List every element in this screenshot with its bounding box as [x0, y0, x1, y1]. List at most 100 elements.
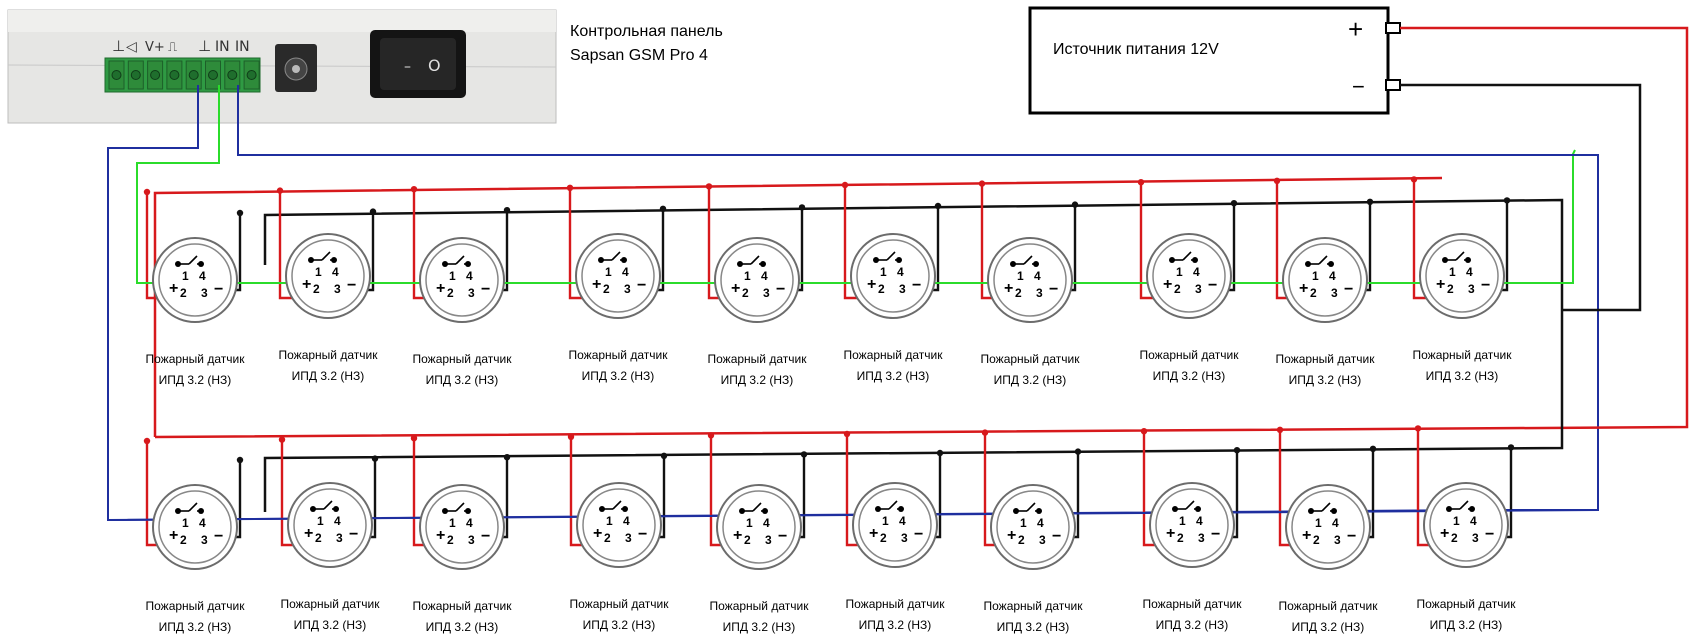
contact-switch [611, 251, 621, 261]
contact-switch [323, 500, 333, 510]
pin-1-label: 1 [1312, 269, 1319, 283]
pin-3-label: 3 [765, 533, 772, 547]
detector-label: Пожарный датчик [569, 348, 669, 362]
pin-4-label: 4 [199, 269, 206, 283]
detector-label: Пожарный датчик [1279, 599, 1379, 613]
pin-4-label: 4 [334, 514, 341, 528]
junction-dot [1276, 426, 1284, 433]
detector-model: ИПД 3.2 (НЗ) [1430, 618, 1503, 632]
pin-4-label: 4 [1332, 516, 1339, 530]
junction-dot [1230, 200, 1238, 207]
pin-dot [873, 257, 879, 263]
junction-dot [1074, 448, 1082, 455]
pin-plus-sign: + [1440, 525, 1449, 542]
detector-label: Пожарный датчик [279, 348, 379, 362]
junction-dot [236, 456, 244, 464]
pin-minus-sign: − [1481, 277, 1490, 294]
pin-plus-sign: + [436, 280, 445, 297]
power-supply: Источник питания 12V + − [1028, 6, 1401, 115]
detector-model: ИПД 3.2 (НЗ) [997, 620, 1070, 634]
pin-dot [737, 261, 743, 267]
pin-plus-sign: + [869, 525, 878, 542]
pin-dot [762, 508, 768, 514]
pin-plus-sign: + [1163, 276, 1172, 293]
pin-dot [598, 257, 604, 263]
pin-4-label: 4 [1034, 269, 1041, 283]
pin-2-label: 2 [1313, 533, 1320, 547]
pin-plus-sign: + [1302, 527, 1311, 544]
pin-1-label: 1 [1315, 516, 1322, 530]
detector-label: Пожарный датчик [981, 352, 1081, 366]
pin-2-label: 2 [742, 286, 749, 300]
pin-3-label: 3 [899, 282, 906, 296]
junction-dot [843, 430, 851, 438]
power-plus-terminal [1385, 22, 1401, 34]
pin-3-label: 3 [625, 531, 632, 545]
pin-dot [442, 508, 448, 514]
pin-dot [331, 257, 337, 263]
pin-1-label: 1 [744, 269, 751, 283]
pin-plus-sign: + [592, 276, 601, 293]
junction-dot [276, 187, 284, 194]
contact-switch [1026, 502, 1036, 512]
pin-dot [898, 506, 904, 512]
pin-2-label: 2 [880, 531, 887, 545]
pin-4-label: 4 [897, 265, 904, 279]
pin-2-label: 2 [447, 286, 454, 300]
negative-top-bus [263, 198, 1564, 310]
pin-dot [1446, 506, 1452, 512]
pin-dot [1192, 257, 1198, 263]
junction-dot [371, 455, 379, 462]
pin-4-label: 4 [466, 269, 473, 283]
pin-2-label: 2 [1310, 286, 1317, 300]
pin-dot [1010, 261, 1016, 267]
pin-2-label: 2 [1447, 282, 1454, 296]
pin-3-label: 3 [1039, 533, 1046, 547]
pin-dot [760, 261, 766, 267]
detector-model: ИПД 3.2 (НЗ) [426, 373, 499, 387]
pin-plus-sign: + [169, 280, 178, 297]
pin-minus-sign: − [349, 526, 358, 543]
detector-label: Пожарный датчик [1413, 348, 1513, 362]
pin-1-label: 1 [182, 516, 189, 530]
detector-model: ИПД 3.2 (НЗ) [426, 620, 499, 634]
pin-4-label: 4 [623, 514, 630, 528]
pin-plus-sign: + [731, 280, 740, 297]
terminal-label-vplus: V+ [145, 40, 165, 55]
junction-dot [705, 183, 713, 190]
pin-2-label: 2 [447, 533, 454, 547]
terminal-label-gnd2: ⊥ [198, 37, 211, 55]
positive-return-wire [154, 26, 1689, 439]
detector-label: Пожарный датчик [281, 597, 381, 611]
negative-bottom-bus [263, 310, 1564, 512]
pin-minus-sign: − [776, 281, 785, 298]
detector-model: ИПД 3.2 (НЗ) [1426, 369, 1499, 383]
detector-label: Пожарный датчик [708, 352, 808, 366]
detector-label: Пожарный датчик [1143, 597, 1243, 611]
detector-model: ИПД 3.2 (НЗ) [1292, 620, 1365, 634]
pin-minus-sign: − [1485, 526, 1494, 543]
detector-label: Пожарный датчик [846, 597, 946, 611]
pin-plus-sign: + [1007, 527, 1016, 544]
junction-dot [143, 437, 151, 445]
pin-minus-sign: − [1347, 528, 1356, 545]
detector-model: ИПД 3.2 (НЗ) [582, 369, 655, 383]
pin-minus-sign: − [778, 528, 787, 545]
pin-3-label: 3 [336, 531, 343, 545]
pin-3-label: 3 [201, 533, 208, 547]
pin-dot [198, 508, 204, 514]
pin-dot [621, 257, 627, 263]
pin-plus-sign: + [1004, 280, 1013, 297]
pin-dot [308, 257, 314, 263]
pin-3-label: 3 [1331, 286, 1338, 300]
detector-model: ИПД 3.2 (НЗ) [583, 618, 656, 632]
contact-switch [188, 255, 198, 265]
